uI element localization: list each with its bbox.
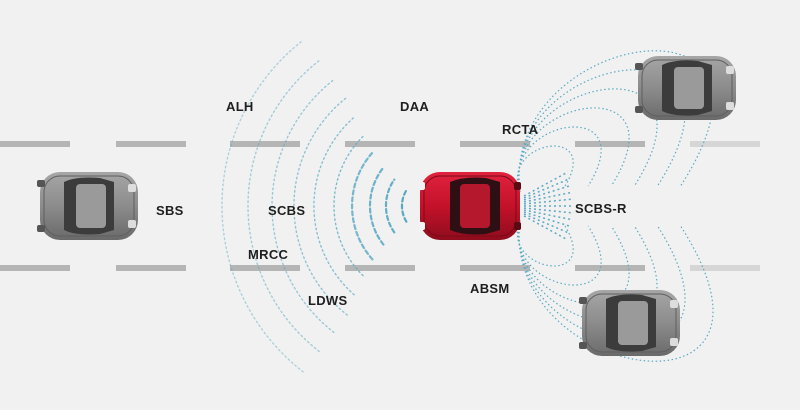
front-wave-arc	[368, 166, 385, 246]
rear-wave-loop	[517, 126, 602, 193]
lane-dash	[230, 141, 300, 147]
front-wave-arc	[333, 135, 364, 277]
lane-dash	[345, 265, 415, 271]
daa-label: DAA	[400, 99, 430, 114]
lane-dash	[690, 141, 760, 147]
lane-dash	[690, 265, 760, 271]
rear-radar-ray	[523, 207, 574, 214]
lane-dash	[575, 265, 645, 271]
rear-radar-ray	[523, 171, 569, 197]
rear-radar-ray	[523, 209, 574, 221]
lane-dash	[230, 265, 300, 271]
rear-radar-ray	[523, 184, 573, 201]
scbs-r-label: SCBS-R	[575, 201, 627, 216]
absm-label: ABSM	[470, 281, 510, 296]
rear-wave-loop	[518, 88, 658, 193]
lane-dash	[460, 141, 530, 147]
front-sensor-waves	[221, 39, 408, 373]
lane-dash	[460, 265, 530, 271]
rear-wave-loop	[517, 145, 574, 193]
front-wave-arc	[221, 39, 304, 373]
lane-dash	[0, 141, 70, 147]
front-wave-arc	[313, 116, 355, 296]
lane-dash	[116, 141, 186, 147]
sbs-label: SBS	[156, 203, 184, 218]
rear-radar-ray	[523, 213, 571, 235]
rear-radar-beams	[523, 171, 574, 241]
car-ahead-icon	[37, 172, 138, 240]
front-wave-arc	[384, 178, 396, 234]
rear-wave-loop	[517, 219, 602, 286]
rear-radar-ray	[523, 191, 574, 203]
mrcc-label: MRCC	[248, 247, 289, 262]
ldws-label: LDWS	[308, 293, 348, 308]
car-rear-left-icon	[635, 56, 736, 120]
rear-radar-ray	[523, 198, 574, 205]
car-rear-right-icon	[579, 290, 680, 356]
front-wave-arc	[271, 79, 335, 333]
front-wave-arc	[400, 189, 408, 223]
rear-wave-loop	[518, 69, 686, 193]
rear-wave-loop	[517, 219, 574, 267]
lane-dash	[0, 265, 70, 271]
front-wave-arc	[247, 60, 320, 352]
lane-markings	[0, 141, 760, 271]
rear-wave-loop	[517, 107, 630, 193]
scbs-label: SCBS	[268, 203, 306, 218]
rear-radar-ray	[523, 215, 569, 241]
alh-label: ALH	[226, 99, 254, 114]
subject-car-icon	[418, 172, 521, 240]
lane-dash	[345, 141, 415, 147]
rear-radar-ray	[523, 177, 571, 199]
front-wave-arc	[293, 96, 348, 316]
lane-dash	[116, 265, 186, 271]
front-wave-arc	[350, 151, 374, 261]
lane-dash	[575, 141, 645, 147]
rear-radar-ray	[523, 211, 573, 228]
rcta-label: RCTA	[502, 122, 539, 137]
